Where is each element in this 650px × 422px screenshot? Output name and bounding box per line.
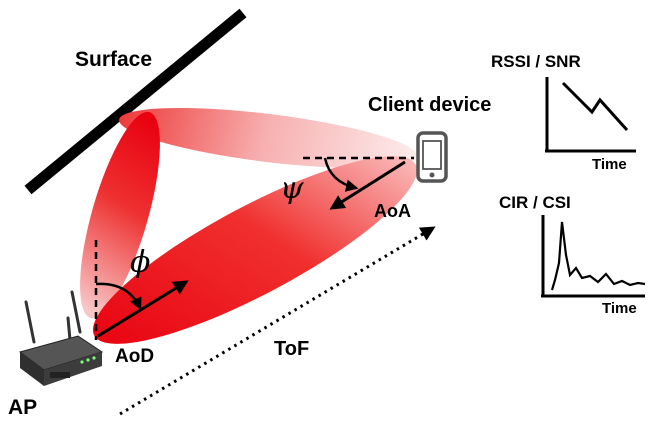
surface-label: Surface [75, 48, 152, 71]
psi-symbol: ψ [280, 171, 304, 206]
aod-label: AoD [115, 346, 154, 367]
tof-label: ToF [274, 338, 309, 360]
cir-impulse-line [550, 221, 646, 291]
reflecting-surface [24, 8, 247, 195]
phi-arc-arrow [95, 282, 142, 311]
rssi-plot-title: RSSI / SNR [491, 52, 581, 71]
phi-symbol: ϕ [130, 245, 150, 280]
phone-icon [416, 131, 448, 183]
aoa-label: AoA [374, 201, 411, 221]
rssi-x-label: Time [592, 156, 627, 173]
tof-arrow [119, 226, 436, 416]
router-icon [18, 290, 104, 386]
rssi-plot: RSSI / SNR Time [491, 52, 636, 173]
reflected-path-lobe [119, 107, 417, 169]
client-device-label: Client device [368, 94, 491, 116]
upward-path-lobe [80, 111, 160, 319]
aod-arrow [97, 280, 189, 338]
psi-arc-arrow [323, 157, 359, 192]
aoa-arrow [329, 160, 406, 210]
cir-x-label: Time [602, 300, 637, 317]
ap-label: AP [8, 396, 37, 419]
rssi-trend-line [561, 81, 629, 132]
cir-plot-title: CIR / CSI [499, 193, 571, 212]
cir-plot: CIR / CSI Time [499, 193, 646, 317]
